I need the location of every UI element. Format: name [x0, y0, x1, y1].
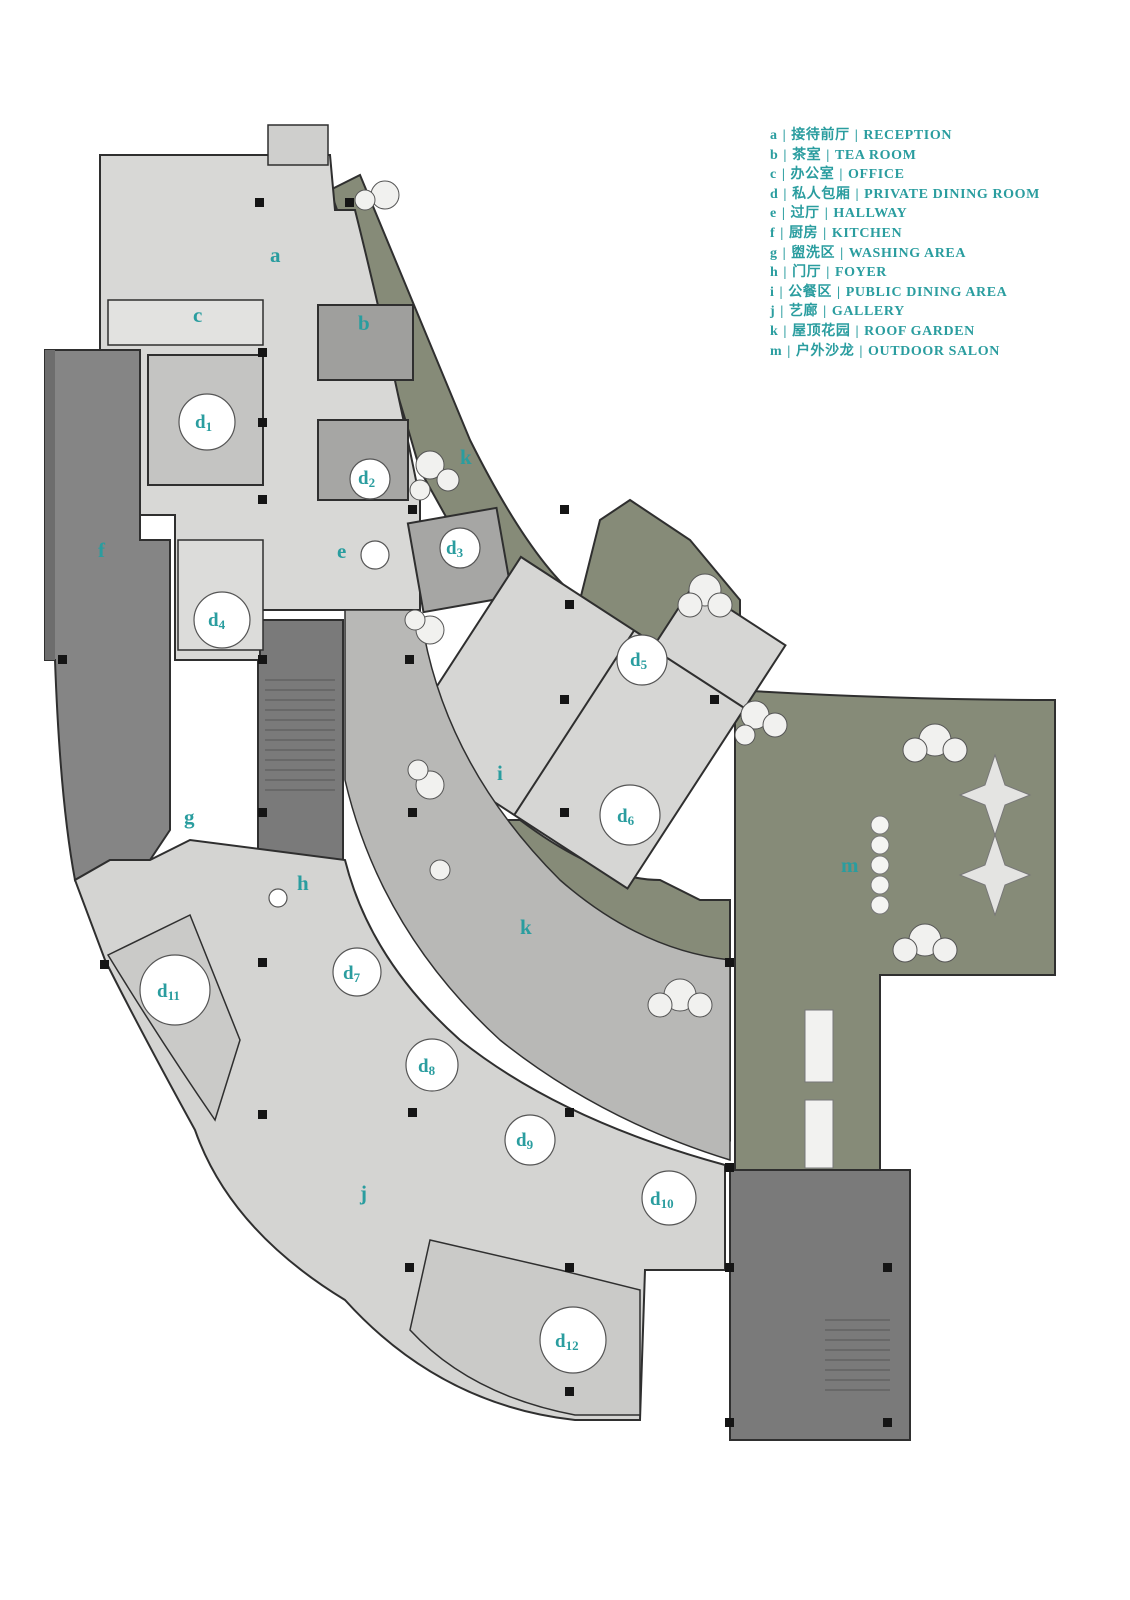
legend-key: a — [770, 128, 778, 143]
legend-en: PRIVATE DINING ROOM — [864, 186, 1040, 202]
label-a: a — [270, 243, 281, 267]
legend-zh: 过厅 — [790, 206, 820, 222]
label-b: b — [358, 311, 370, 335]
legend-en: OUTDOOR SALON — [868, 343, 1000, 359]
label-k-lower: k — [520, 915, 532, 939]
label-i: i — [497, 761, 503, 785]
legend-item: e|过厅|HALLWAY — [770, 204, 1040, 224]
legend-en: FOYER — [834, 265, 887, 281]
label-g: g — [184, 805, 195, 829]
legend-en: HALLWAY — [833, 206, 908, 222]
partition-line — [513, 629, 635, 816]
legend-zh: 户外沙龙 — [795, 343, 855, 359]
label-d9: d9 — [516, 1130, 534, 1152]
legend-item: h|门厅|FOYER — [770, 263, 1040, 283]
legend-key: c — [770, 167, 777, 183]
legend-key: m — [770, 343, 783, 359]
legend: a|接待前厅|RECEPTION b|茶室|TEA ROOM c|办公室|OFF… — [770, 126, 1040, 361]
legend-item: a|接待前厅|RECEPTION — [770, 126, 1040, 146]
entrance-canopy — [267, 124, 329, 166]
legend-zh: 办公室 — [790, 167, 835, 183]
label-d7: d7 — [343, 963, 361, 985]
label-d1: d1 — [195, 412, 212, 434]
legend-zh: 厨房 — [788, 225, 819, 241]
legend-key: i — [770, 284, 775, 300]
legend-en: OFFICE — [848, 167, 905, 183]
salon-chairs — [870, 815, 890, 915]
legend-item: k|屋顶花园|ROOF GARDEN — [770, 322, 1040, 342]
label-m: m — [841, 853, 859, 877]
room-b-floor — [317, 304, 414, 381]
label-d3: d3 — [446, 538, 464, 560]
label-d8: d8 — [418, 1056, 436, 1078]
label-h: h — [297, 871, 309, 895]
legend-en: RECEPTION — [863, 128, 953, 143]
salon-bench — [804, 1099, 834, 1169]
legend-item: d|私人包厢|PRIVATE DINING ROOM — [770, 185, 1040, 205]
column-icon — [58, 198, 892, 1427]
kitchen-area — [44, 349, 171, 882]
legend-item: j|艺廊|GALLERY — [770, 302, 1040, 322]
label-k-upper: k — [460, 445, 472, 469]
kitchen-wall-strip — [45, 350, 55, 660]
legend-item: m|户外沙龙|OUTDOOR SALON — [770, 342, 1040, 362]
label-j: j — [359, 1181, 367, 1205]
legend-key: b — [770, 147, 779, 163]
label-e: e — [337, 539, 346, 563]
label-d2: d2 — [358, 468, 375, 490]
legend-item: g|盥洗区|WASHING AREA — [770, 244, 1040, 264]
legend-item: c|办公室|OFFICE — [770, 165, 1040, 185]
outdoor-salon-garden — [734, 688, 1056, 1181]
label-f: f — [98, 538, 106, 562]
legend-zh: 接待前厅 — [791, 128, 850, 143]
tree-icon — [354, 180, 968, 1018]
legend-en: PUBLIC DINING AREA — [845, 284, 1008, 300]
stair-icon — [825, 1319, 890, 1391]
legend-item: b|茶室|TEA ROOM — [770, 146, 1040, 166]
legend-en: WASHING AREA — [848, 245, 967, 261]
room-c-floor — [107, 299, 264, 346]
legend-en: GALLERY — [831, 304, 905, 320]
legend-key: e — [770, 206, 777, 222]
stair-icon — [265, 679, 335, 791]
legend-zh: 盥洗区 — [791, 245, 836, 261]
legend-zh: 私人包厢 — [792, 186, 851, 202]
legend-zh: 艺廊 — [788, 304, 819, 320]
label-d4: d4 — [208, 610, 226, 632]
label-d6: d6 — [617, 806, 635, 828]
legend-zh: 公餐区 — [788, 284, 832, 300]
legend-key: g — [770, 245, 778, 261]
legend-zh: 门厅 — [792, 265, 822, 281]
service-core — [729, 1169, 911, 1441]
legend-key: d — [770, 186, 779, 202]
label-d5: d5 — [630, 650, 648, 672]
canopy-icon — [958, 833, 1032, 917]
legend-key: j — [770, 304, 776, 320]
salon-bench — [804, 1009, 834, 1083]
legend-key: h — [770, 265, 779, 281]
legend-key: k — [770, 323, 779, 339]
legend-en: ROOF GARDEN — [864, 323, 975, 339]
legend-en: TEA ROOM — [834, 147, 917, 163]
legend-item: f|厨房|KITCHEN — [770, 224, 1040, 244]
label-d10: d10 — [650, 1189, 674, 1211]
table-icon — [139, 393, 697, 1374]
label-d12: d12 — [555, 1331, 579, 1353]
legend-zh: 茶室 — [792, 147, 822, 163]
legend-item: i|公餐区|PUBLIC DINING AREA — [770, 283, 1040, 303]
label-d11: d11 — [157, 981, 180, 1003]
legend-en: KITCHEN — [831, 225, 903, 241]
label-c: c — [193, 303, 202, 327]
legend-zh: 屋顶花园 — [792, 323, 851, 339]
corridor-arc — [344, 609, 731, 1162]
legend-key: f — [770, 225, 776, 241]
